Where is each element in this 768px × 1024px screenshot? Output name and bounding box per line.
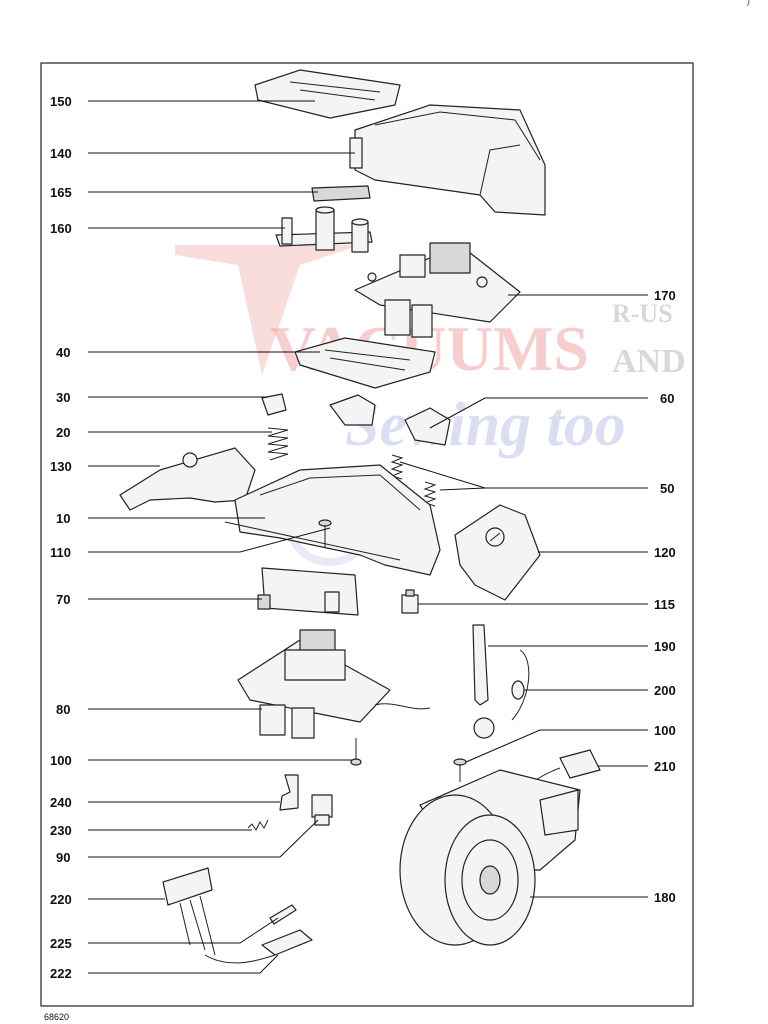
callout-165: 165 xyxy=(50,185,72,200)
part-160-bracket xyxy=(275,206,373,253)
callout-190: 190 xyxy=(654,639,676,654)
callout-50: 50 xyxy=(660,481,674,496)
part-30-cap xyxy=(261,393,287,416)
part-240-bracket xyxy=(279,774,299,811)
callout-222: 222 xyxy=(50,966,72,981)
callout-10: 10 xyxy=(56,511,70,526)
callouts-right: 170 60 50 120 115 190 200 100 210 180 xyxy=(654,288,676,905)
part-140-top-housing xyxy=(354,104,546,216)
watermark-line2: Sewing too xyxy=(345,391,626,459)
part-40-text-marks xyxy=(324,349,411,371)
callout-240: 240 xyxy=(50,795,72,810)
part-90-micro-switch xyxy=(311,794,333,826)
part-120-button-cover xyxy=(454,504,541,601)
part-200-grommet xyxy=(511,649,530,721)
callout-90: 90 xyxy=(56,850,70,865)
part-230-spring xyxy=(247,819,269,831)
part-60-cap-right xyxy=(404,407,451,446)
callout-100-right: 100 xyxy=(654,723,676,738)
callout-60: 60 xyxy=(660,391,674,406)
watermark-side-bottom: AND xyxy=(612,343,686,380)
callout-220: 220 xyxy=(50,892,72,907)
part-20-spring xyxy=(267,427,289,461)
callout-150: 150 xyxy=(50,94,72,109)
callout-70: 70 xyxy=(56,592,70,607)
part-70-switch-block xyxy=(257,567,359,616)
callout-100-left: 100 xyxy=(50,753,72,768)
callout-170: 170 xyxy=(654,288,676,303)
callout-160: 160 xyxy=(50,221,72,236)
callout-225: 225 xyxy=(50,936,72,951)
leader-lines xyxy=(88,100,648,974)
callout-20: 20 xyxy=(56,425,70,440)
callout-140: 140 xyxy=(50,146,72,161)
part-100-screw-left xyxy=(350,738,362,766)
part-150-text-marks xyxy=(289,81,381,101)
part-100-screw-right xyxy=(453,758,467,782)
watermark-v-shape xyxy=(175,245,360,375)
parts-artwork xyxy=(119,69,601,964)
part-80-circuit-board xyxy=(237,629,431,739)
diagram-frame xyxy=(40,62,694,1007)
callout-210: 210 xyxy=(654,759,676,774)
watermark-side-top: R-US xyxy=(612,299,673,328)
part-60-cap-left xyxy=(329,394,376,426)
watermark: VACUUMS R-US AND Sewing too xyxy=(175,245,686,566)
callout-120: 120 xyxy=(654,545,676,560)
callout-110: 110 xyxy=(50,545,71,560)
callout-115: 115 xyxy=(654,597,675,612)
callout-200: 200 xyxy=(654,683,676,698)
part-170-circuit-board xyxy=(354,242,521,338)
footer-code: 68620 xyxy=(44,1012,70,1022)
part-190-lever xyxy=(472,624,495,739)
callout-40: 40 xyxy=(56,345,70,360)
part-165-cover-bar xyxy=(311,185,371,202)
part-222-wire-harness xyxy=(204,929,313,964)
corner-mark: ) xyxy=(746,0,750,7)
callout-180: 180 xyxy=(654,890,676,905)
part-10-main-housing xyxy=(234,464,441,576)
callout-230: 230 xyxy=(50,823,72,838)
callout-30: 30 xyxy=(56,390,70,405)
part-115-micro-switch xyxy=(401,589,419,614)
part-180-cable-reel xyxy=(399,769,581,946)
callouts-left: 150 140 165 160 40 30 20 130 10 110 70 8… xyxy=(50,94,72,981)
callout-130: 130 xyxy=(50,459,72,474)
callout-80: 80 xyxy=(56,702,70,717)
part-220-connector xyxy=(162,867,216,956)
